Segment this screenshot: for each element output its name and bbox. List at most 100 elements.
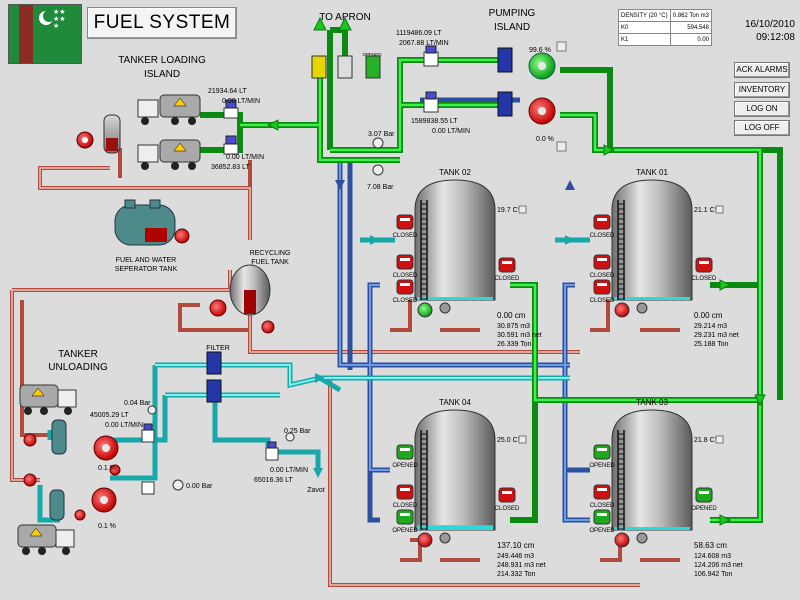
tank-tonnage: 106.942 Ton (694, 571, 733, 578)
recycling-label: FUEL TANK (251, 259, 289, 266)
pumping-meter-icon (423, 45, 439, 113)
valve-status-label: OPENED (589, 528, 615, 534)
pump-icon (209, 299, 227, 317)
tanker-unloading-label: UNLOADING (48, 362, 108, 373)
tank-valve-icon[interactable]: CLOSED (590, 279, 615, 304)
tank-ladder (617, 200, 625, 300)
unload-pump1-percent: 0.1 % (98, 465, 116, 472)
tank-level-fill (614, 527, 690, 530)
tank-setpoint-button[interactable] (715, 205, 724, 214)
tank-valve-icon[interactable]: OPENED (691, 487, 717, 512)
ack-alarms-button[interactable]: ACK ALARMS (734, 62, 790, 78)
tank-valve-icon[interactable]: OPENED (589, 509, 615, 534)
tanker-loading-label: TANKER LOADING (118, 55, 206, 66)
tank-level: 58.63 cm (694, 541, 727, 550)
zavot-pressure: 0.25 Bar (284, 428, 311, 435)
main-pressure: 3.07 Bar (368, 131, 395, 138)
valve-status-label: OPENED (392, 463, 418, 469)
tank-valve-icon[interactable]: CLOSED (590, 214, 615, 239)
zavot-meter-total: 65016.36 LT (254, 477, 294, 484)
tank-ladder (420, 200, 428, 300)
tank-body (414, 409, 496, 531)
tank-setpoint-button[interactable] (518, 435, 527, 444)
tank-temperature: 19.7 C° (497, 206, 521, 214)
tank-setpoint-button[interactable] (715, 435, 724, 444)
log-off-button[interactable]: LOG OFF (734, 120, 790, 136)
clock: 16/10/2010 09:12:08 (725, 18, 795, 44)
pumping-island-label: PUMPING (489, 8, 536, 19)
tank-valve-icon[interactable]: CLOSED (393, 484, 418, 509)
tank-valve-icon[interactable]: CLOSED (495, 257, 520, 282)
pressure-gauge-icon (372, 137, 384, 149)
pumping-meter1-rate: 2067.88 LT/MIN (399, 40, 449, 47)
strainer-icon (497, 47, 513, 73)
tank-net-volume: 124.206 m3 net (694, 562, 743, 569)
tank-gauge-icon (636, 302, 648, 314)
tank-body (611, 409, 693, 531)
tanker-unloading-label: TANKER (58, 349, 98, 360)
inventory-button[interactable]: INVENTORY (734, 82, 790, 98)
valve-status-label: CLOSED (495, 276, 520, 282)
tank-valve-icon[interactable]: CLOSED (393, 279, 418, 304)
valve-status-label: OPENED (362, 52, 382, 57)
valve-icon (311, 55, 327, 79)
separator-tank-icon (114, 199, 176, 246)
valve-status-label: OPENED (589, 463, 615, 469)
log-on-button[interactable]: LOG ON (734, 101, 790, 117)
valve-status-label: CLOSED (590, 503, 615, 509)
tank-net-volume: 29.231 m3 net (694, 332, 739, 339)
pump-setpoint-button[interactable] (556, 141, 567, 152)
tank-valve-icon[interactable]: CLOSED (590, 484, 615, 509)
pump-setpoint-button[interactable] (556, 41, 567, 52)
clock-time: 09:12:08 (756, 32, 795, 43)
valve-status-label: OPENED (392, 528, 418, 534)
tank-level-fill (614, 297, 690, 300)
tank-setpoint-button[interactable] (518, 205, 527, 214)
tank-volume: 249.446 m3 (497, 553, 534, 560)
valve-status-label: CLOSED (590, 273, 615, 279)
tanker-truck-icon (137, 94, 201, 125)
tank-valve-icon[interactable]: CLOSED (393, 214, 418, 239)
tank-pump-icon (614, 302, 630, 318)
pump1-percent: 99.6 % (529, 47, 551, 54)
tank-ladder (617, 430, 625, 530)
valve-status-label: CLOSED (393, 273, 418, 279)
zavot-label: Zavot (307, 487, 325, 494)
tank-valve-icon[interactable]: OPENED (392, 509, 418, 534)
pump-icon (174, 228, 190, 244)
valve-status-label: CLOSED (393, 233, 418, 239)
page-title: FUEL SYSTEM (87, 7, 237, 39)
pumping-meter2-rate: 0.00 LT/MIN (432, 128, 470, 135)
tank-valve-icon[interactable]: OPENED (589, 444, 615, 469)
density-row-value: 0.00 (669, 33, 713, 46)
to-apron-label: TO APRON (319, 12, 371, 23)
loading-meter1-rate: 0.00 LT/MIN (222, 98, 260, 105)
turkmenistan-flag-icon: ★★★★★ (8, 4, 82, 64)
tank-pump-icon (417, 532, 433, 548)
tank-valve-icon[interactable]: CLOSED (393, 254, 418, 279)
clock-date: 16/10/2010 (744, 19, 795, 30)
tank-temperature: 21.1 C° (694, 206, 718, 214)
tank-valve-icon[interactable]: CLOSED (692, 257, 717, 282)
loading-meter2-rate: 0.00 LT/MIN (226, 154, 264, 161)
pressure-gauge-icon (372, 164, 384, 176)
tank-pump-icon (417, 302, 433, 318)
pressure-gauge-icon (285, 432, 295, 442)
pump-icon (23, 473, 37, 487)
flow-meter-icon (141, 423, 279, 495)
filter-label: FILTER (206, 345, 230, 352)
valve-status-label: CLOSED (590, 298, 615, 304)
tank-tonnage: 214.332 Ton (497, 571, 536, 578)
tank-gauge-icon (439, 532, 451, 544)
tank-name: TANK 01 (636, 168, 668, 177)
tank-valve-icon[interactable]: CLOSED (495, 487, 520, 512)
tank-level: 0.00 cm (497, 311, 526, 320)
tank-valve-icon[interactable]: CLOSED (590, 254, 615, 279)
tanker-truck-icon (17, 524, 75, 555)
tank-pump-icon (614, 532, 630, 548)
tank-valve-icon[interactable]: OPENED (392, 444, 418, 469)
valve-status-label: CLOSED (692, 276, 717, 282)
